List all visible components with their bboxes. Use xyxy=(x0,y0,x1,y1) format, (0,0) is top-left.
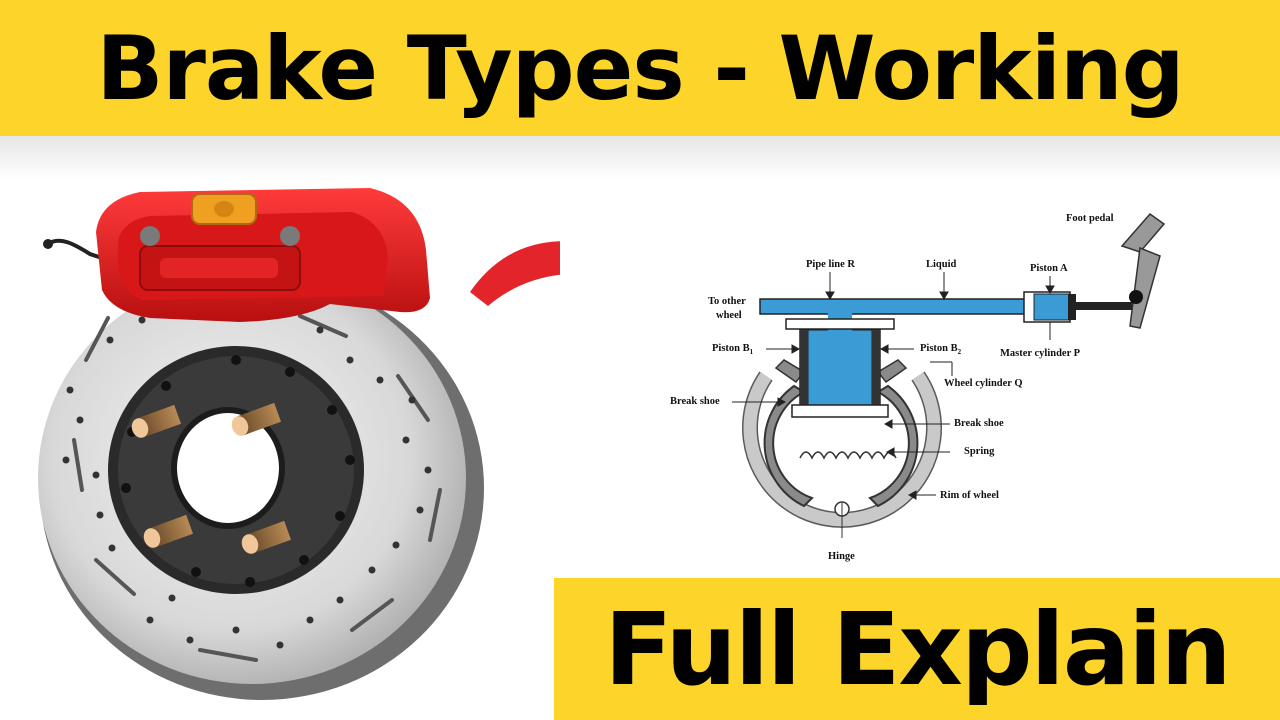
wheel-studs xyxy=(131,402,292,554)
label-piston-b2-text: Piston B xyxy=(920,343,958,354)
label-piston-b1: Piston B1 xyxy=(712,343,753,358)
label-to-other-wheel-2: wheel xyxy=(716,310,742,321)
red-arrow xyxy=(470,241,560,306)
footer-title: Full Explain xyxy=(604,590,1232,708)
label-rim: Rim of wheel xyxy=(940,490,999,501)
label-spring: Spring xyxy=(964,446,995,457)
label-break-shoe-right: Break shoe xyxy=(954,418,1004,429)
label-to-other-wheel-1: To other xyxy=(708,296,746,307)
piston-plate-bottom xyxy=(791,404,889,418)
label-master-cylinder: Master cylinder P xyxy=(1000,348,1081,359)
disc-brake-illustration xyxy=(38,188,560,700)
disc-holes xyxy=(62,316,432,649)
foot-pedal xyxy=(1120,212,1166,329)
piston-rod xyxy=(1076,302,1136,310)
center-bore xyxy=(174,410,282,526)
label-break-shoe-left: Break shoe xyxy=(670,396,720,407)
header-banner: Brake Types - Working xyxy=(0,0,1280,136)
brake-shoe-left xyxy=(763,384,814,508)
label-liquid: Liquid xyxy=(926,259,957,270)
brake-shoe-right xyxy=(868,384,919,508)
label-piston-b2: Piston B2 xyxy=(920,343,961,358)
pipe-line xyxy=(759,298,1031,315)
spring xyxy=(799,451,897,460)
page-title: Brake Types - Working xyxy=(96,16,1184,120)
label-piston-a: Piston A xyxy=(1030,263,1068,274)
brake-shoe-right-top xyxy=(876,359,908,384)
label-wheel-cylinder: Wheel cylinder Q xyxy=(944,378,1023,389)
piston-a xyxy=(1068,294,1076,320)
label-piston-b2-sub: 2 xyxy=(957,348,962,357)
label-piston-b1-sub: 1 xyxy=(749,348,754,357)
label-piston-b1-text: Piston B xyxy=(712,343,750,354)
footer-banner: Full Explain xyxy=(554,578,1280,720)
label-hinge: Hinge xyxy=(828,551,855,562)
brake-caliper xyxy=(96,188,430,322)
banner-shadow xyxy=(0,136,1280,180)
label-pipe-line: Pipe line R xyxy=(806,259,855,270)
piston-plate-top xyxy=(785,318,895,330)
label-foot-pedal: Foot pedal xyxy=(1066,213,1114,224)
